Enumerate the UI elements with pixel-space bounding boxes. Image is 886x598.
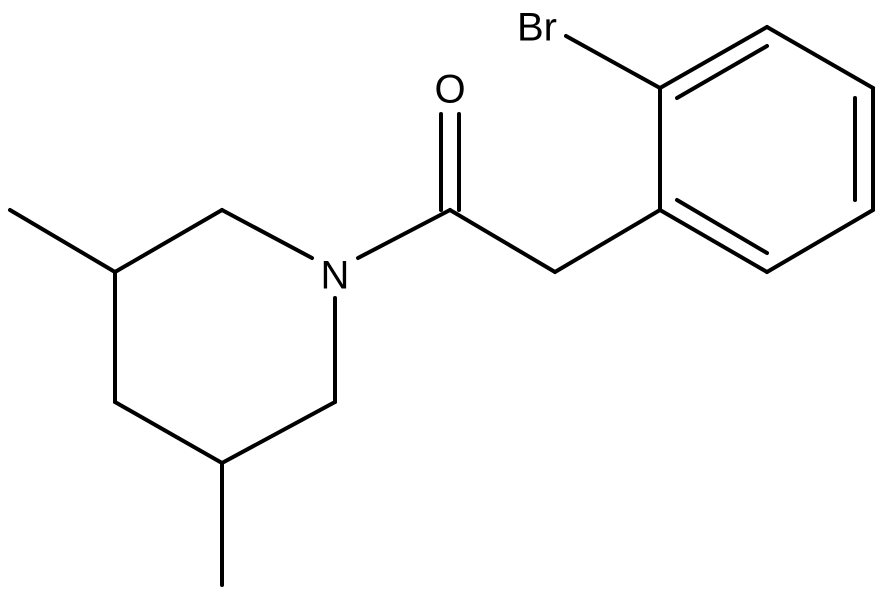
methyl-groups (8, 208, 224, 587)
bond-ar6-ar1 (658, 208, 769, 274)
acyl-chain (356, 112, 662, 274)
benzene-ring (658, 25, 875, 274)
bond-aryl-br (564, 34, 662, 90)
bond-ar2-ar3 (658, 25, 769, 90)
bond-c2-c3 (113, 208, 224, 274)
bond-c3-methyl (8, 208, 117, 274)
bond-n-carbonyl (356, 208, 452, 260)
piperidine-ring (113, 208, 337, 465)
bond-carbonyl-ch2 (448, 208, 557, 274)
bond-ar3-ar4 (765, 25, 875, 90)
atom-label-oxygen: O (434, 68, 465, 112)
bond-c4-c5 (113, 400, 224, 465)
bond-ar2-ar3-inner (675, 44, 769, 100)
atom-label-bromine: Br (517, 6, 557, 50)
bond-ar5-ar6 (765, 208, 875, 274)
bond-ch2-aryl (553, 208, 662, 274)
bond-n-c2 (220, 208, 314, 260)
atom-label-nitrogen: N (321, 254, 350, 298)
bond-c5-c6 (220, 400, 337, 465)
bond-ar6-ar1-inner (675, 198, 769, 255)
